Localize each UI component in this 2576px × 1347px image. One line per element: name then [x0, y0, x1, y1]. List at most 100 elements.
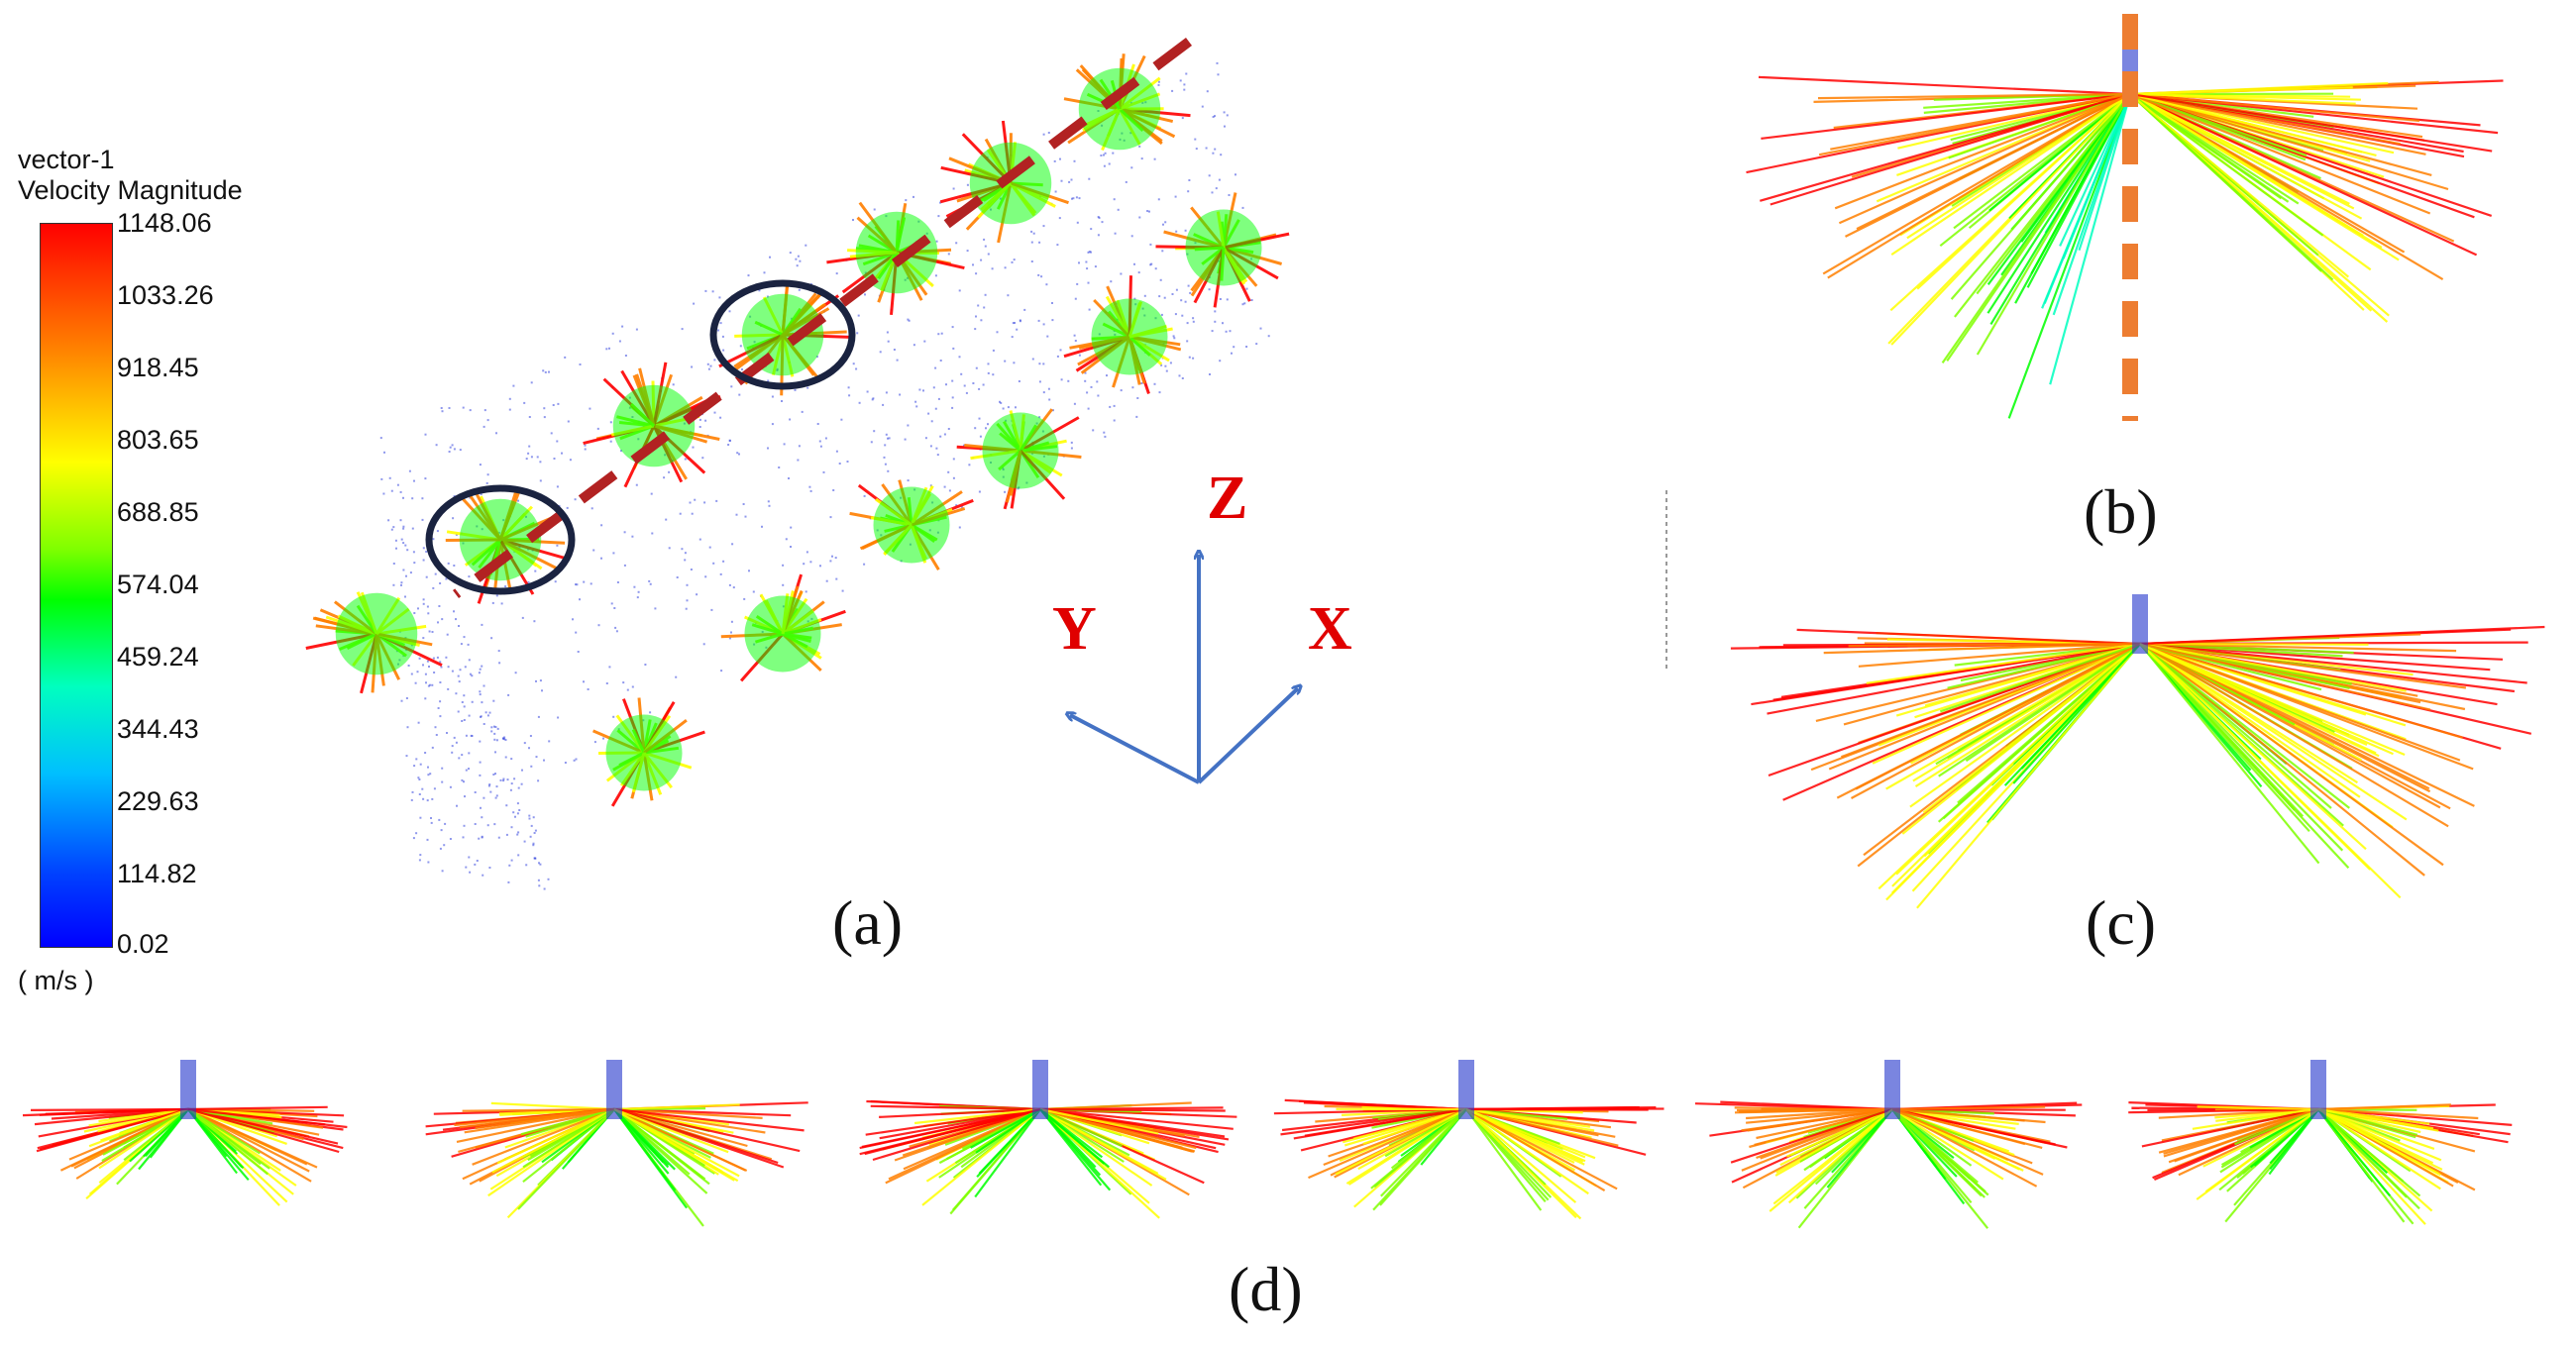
mesh-point [451, 751, 454, 754]
mesh-point [514, 815, 516, 818]
velocity-vector [2129, 93, 2334, 281]
mesh-point [829, 516, 832, 519]
velocity-vector [613, 1107, 779, 1165]
mesh-point [818, 440, 821, 443]
velocity-vector [1890, 93, 2131, 257]
mesh-point [1181, 117, 1184, 120]
mesh-point [939, 201, 941, 204]
mesh-point [481, 701, 483, 704]
panel-a-highlight-ellipse-lower [425, 484, 576, 595]
mesh-point [856, 332, 859, 335]
cluster-core [855, 211, 938, 294]
mesh-point [730, 631, 732, 634]
mesh-point [528, 747, 530, 750]
velocity-vector [2129, 92, 2493, 153]
mesh-point [686, 583, 689, 586]
mesh-point [743, 597, 746, 600]
mesh-point [525, 864, 528, 867]
mesh-point [1212, 152, 1215, 155]
mesh-point [951, 326, 954, 329]
cluster-core [612, 384, 696, 467]
mesh-point [866, 390, 869, 393]
velocity-vector [2139, 642, 2406, 757]
mesh-point [479, 740, 482, 743]
mesh-point [1087, 251, 1090, 254]
mesh-point [1088, 177, 1091, 180]
mesh-point [492, 725, 495, 728]
mesh-point [992, 349, 995, 352]
mesh-point [1181, 314, 1184, 317]
velocity-vector [187, 1108, 268, 1176]
mesh-point [431, 746, 434, 749]
mesh-point [512, 811, 515, 814]
mesh-point [497, 650, 500, 653]
mesh-point [1220, 154, 1223, 156]
panel-a-nozzle-clusters [305, 53, 1290, 807]
mesh-point [432, 657, 435, 660]
mesh-point [623, 531, 626, 534]
mesh-point [649, 582, 652, 585]
mesh-point [1211, 330, 1214, 333]
mesh-point [1137, 271, 1140, 274]
velocity-vector [975, 1108, 1041, 1154]
mesh-point [623, 564, 626, 567]
mesh-point [651, 532, 654, 535]
mesh-point [483, 684, 485, 687]
mesh-point [927, 412, 930, 415]
mesh-point [583, 580, 586, 583]
velocity-vector [613, 1103, 740, 1111]
mesh-point [1138, 216, 1141, 219]
velocity-vector [1465, 1108, 1589, 1195]
mesh-point [421, 497, 424, 500]
mesh-point [782, 583, 785, 586]
mesh-point [1090, 228, 1093, 231]
mesh-point [535, 756, 538, 759]
mesh-point [517, 854, 520, 857]
mesh-point [908, 319, 911, 322]
velocity-vector [1465, 1107, 1619, 1147]
velocity-vector [2317, 1107, 2479, 1120]
mesh-point [767, 500, 770, 503]
mesh-point [684, 552, 687, 555]
mesh-point [503, 738, 506, 741]
mesh-point [461, 778, 464, 781]
mesh-point [912, 195, 914, 198]
mesh-point [637, 590, 640, 593]
mesh-point [893, 349, 896, 351]
mesh-point [741, 368, 743, 370]
velocity-vector [1039, 1107, 1193, 1153]
mesh-point [431, 683, 434, 686]
cluster-core [982, 412, 1059, 489]
mesh-point [496, 727, 499, 730]
mesh-point [626, 688, 629, 691]
mesh-point [613, 607, 616, 609]
mesh-point [972, 263, 974, 266]
mesh-point [404, 544, 407, 547]
mesh-point [1175, 230, 1178, 233]
velocity-vector [2139, 643, 2408, 821]
mesh-point [983, 306, 986, 309]
velocity-vector [1891, 1108, 2004, 1181]
velocity-vector [2139, 642, 2407, 692]
velocity-vector [2139, 643, 2402, 899]
mesh-point [767, 447, 769, 450]
mesh-point [453, 495, 456, 497]
mesh-point [698, 426, 701, 428]
mesh-point [668, 547, 671, 550]
mesh-point [527, 580, 530, 583]
mesh-point [713, 359, 716, 362]
mesh-point [1184, 229, 1187, 232]
velocity-vector [1039, 1108, 1159, 1175]
mesh-point [1004, 490, 1007, 493]
mesh-point [987, 363, 990, 365]
mesh-point [413, 612, 416, 614]
mesh-point [516, 802, 519, 805]
mesh-point [713, 411, 716, 414]
mesh-point [452, 517, 455, 520]
velocity-vector [2129, 81, 2389, 96]
mesh-point [507, 881, 510, 883]
velocity-vector [864, 1107, 1041, 1156]
mesh-point [1076, 221, 1079, 224]
mesh-point [1164, 364, 1167, 367]
velocity-vector [472, 1107, 615, 1166]
